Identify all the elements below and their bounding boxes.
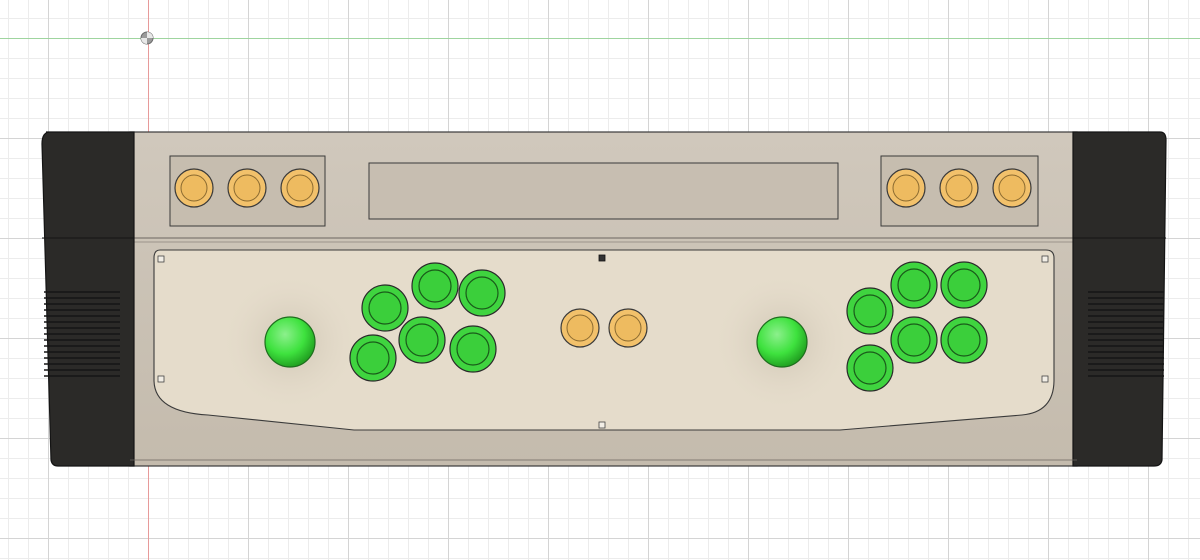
arcade-button-icon[interactable]: [940, 316, 988, 364]
screw-icon: [1041, 375, 1049, 383]
left-side-panel: [41, 131, 135, 467]
screw-icon: [598, 421, 606, 429]
arcade-button-icon[interactable]: [608, 308, 648, 348]
arcade-button-icon[interactable]: [890, 316, 938, 364]
right-side-panel: [1072, 131, 1167, 467]
arcade-button-icon[interactable]: [939, 168, 979, 208]
arcade-button-icon[interactable]: [398, 316, 446, 364]
arcade-button-icon[interactable]: [886, 168, 926, 208]
arcade-button-icon[interactable]: [560, 308, 600, 348]
screw-icon: [598, 254, 606, 262]
arcade-button-icon[interactable]: [174, 168, 214, 208]
arcade-console[interactable]: [40, 130, 1167, 468]
arcade-button-icon[interactable]: [846, 344, 894, 392]
arcade-button-icon[interactable]: [846, 287, 894, 335]
origin-point-icon[interactable]: [140, 31, 154, 45]
screw-icon: [157, 255, 165, 263]
vent-grille-icon: [1088, 291, 1164, 377]
arcade-button-icon[interactable]: [411, 262, 459, 310]
screw-icon: [157, 375, 165, 383]
arcade-button-icon[interactable]: [280, 168, 320, 208]
vent-grille-icon: [44, 291, 120, 377]
screw-icon: [1041, 255, 1049, 263]
arcade-button-icon[interactable]: [940, 261, 988, 309]
joystick-icon[interactable]: [756, 316, 808, 368]
x-axis-line: [0, 38, 1200, 39]
arcade-button-icon[interactable]: [890, 261, 938, 309]
arcade-button-icon[interactable]: [349, 334, 397, 382]
arcade-button-icon[interactable]: [227, 168, 267, 208]
marquee-display-slot: [368, 162, 839, 220]
arcade-button-icon[interactable]: [992, 168, 1032, 208]
arcade-button-icon[interactable]: [458, 269, 506, 317]
joystick-icon[interactable]: [264, 316, 316, 368]
arcade-button-icon[interactable]: [449, 325, 497, 373]
arcade-button-icon[interactable]: [361, 284, 409, 332]
